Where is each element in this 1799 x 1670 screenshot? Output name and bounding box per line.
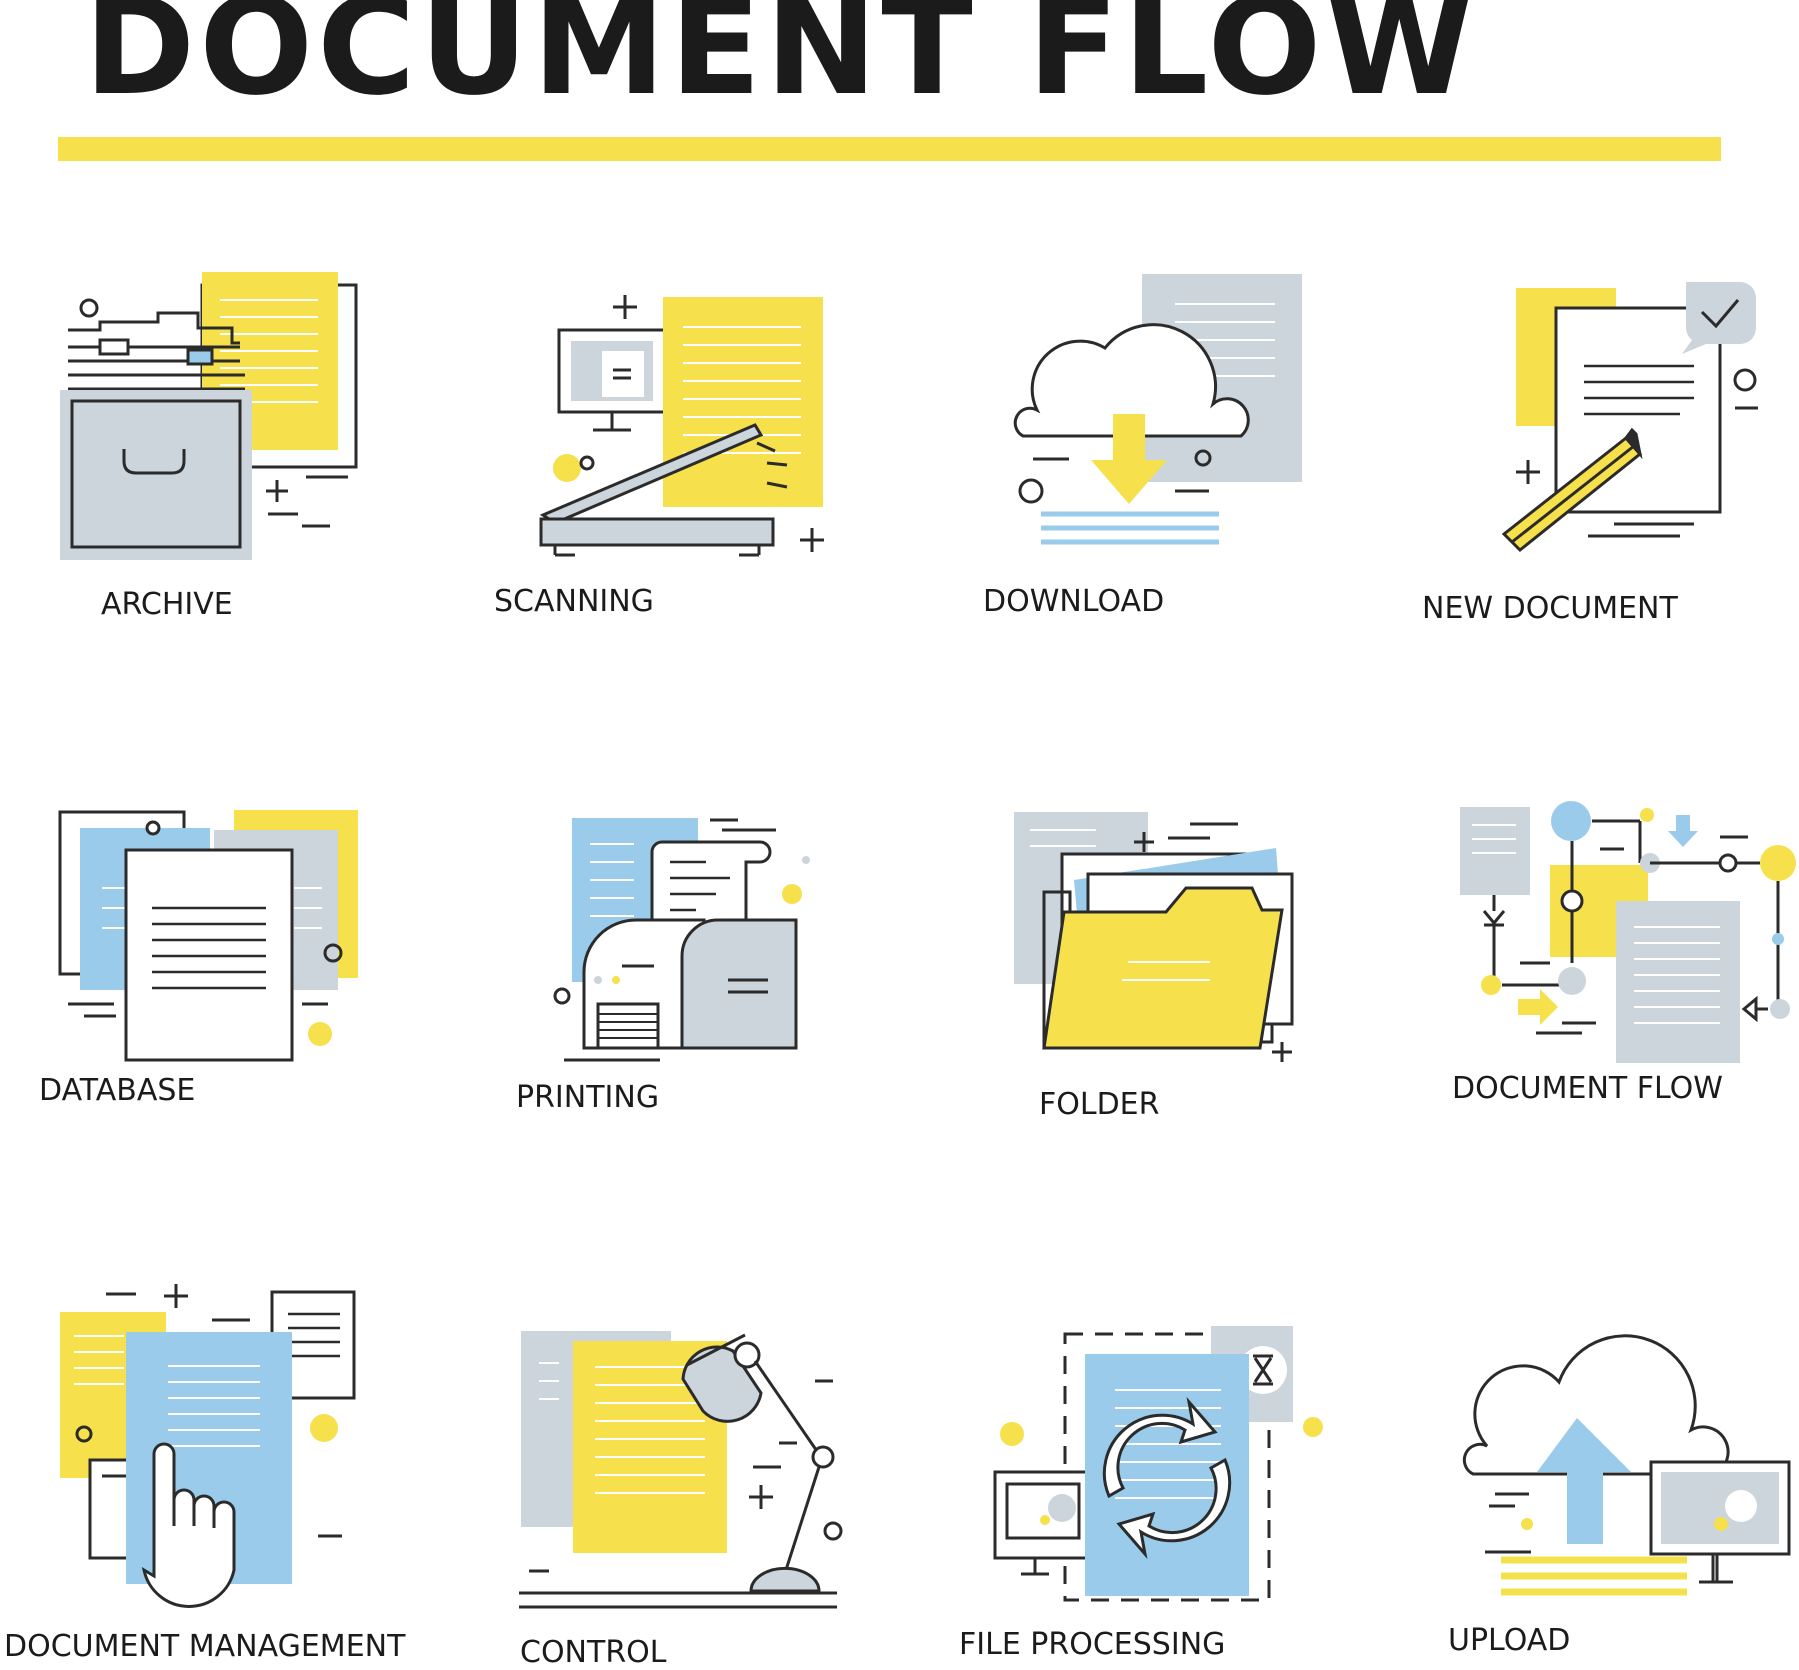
database-label: DATABASE	[39, 1073, 196, 1108]
archive-label: ARCHIVE	[101, 587, 233, 622]
hand-pointer-document-icon	[60, 1284, 356, 1608]
download-label: DOWNLOAD	[983, 584, 1165, 619]
folder-label: FOLDER	[1039, 1087, 1160, 1122]
title-underline	[58, 137, 1721, 161]
archive-drawer-icon	[60, 272, 358, 560]
desk-lamp-document-icon	[519, 1331, 843, 1609]
page-title: DOCUMENT FLOW	[84, 0, 1478, 125]
cloud-download-icon	[1013, 274, 1302, 545]
document-management-label: DOCUMENT MANAGEMENT	[4, 1629, 406, 1664]
scanning-label: SCANNING	[494, 584, 654, 619]
folder-icon	[1014, 812, 1294, 1062]
document-flow-label: DOCUMENT FLOW	[1452, 1071, 1723, 1106]
scanner-icon	[539, 295, 824, 557]
document-pencil-icon	[1501, 282, 1758, 553]
printing-label: PRINTING	[516, 1080, 660, 1115]
flow-network-icon	[1460, 801, 1796, 1063]
control-label: CONTROL	[520, 1635, 667, 1670]
refresh-document-icon	[993, 1326, 1323, 1602]
file-processing-label: FILE PROCESSING	[959, 1627, 1226, 1662]
upload-label: UPLOAD	[1448, 1623, 1571, 1658]
cloud-upload-icon	[1462, 1334, 1791, 1596]
document-stack-icon	[58, 810, 358, 1062]
printer-icon	[553, 818, 810, 1062]
new-document-label: NEW DOCUMENT	[1422, 591, 1678, 626]
